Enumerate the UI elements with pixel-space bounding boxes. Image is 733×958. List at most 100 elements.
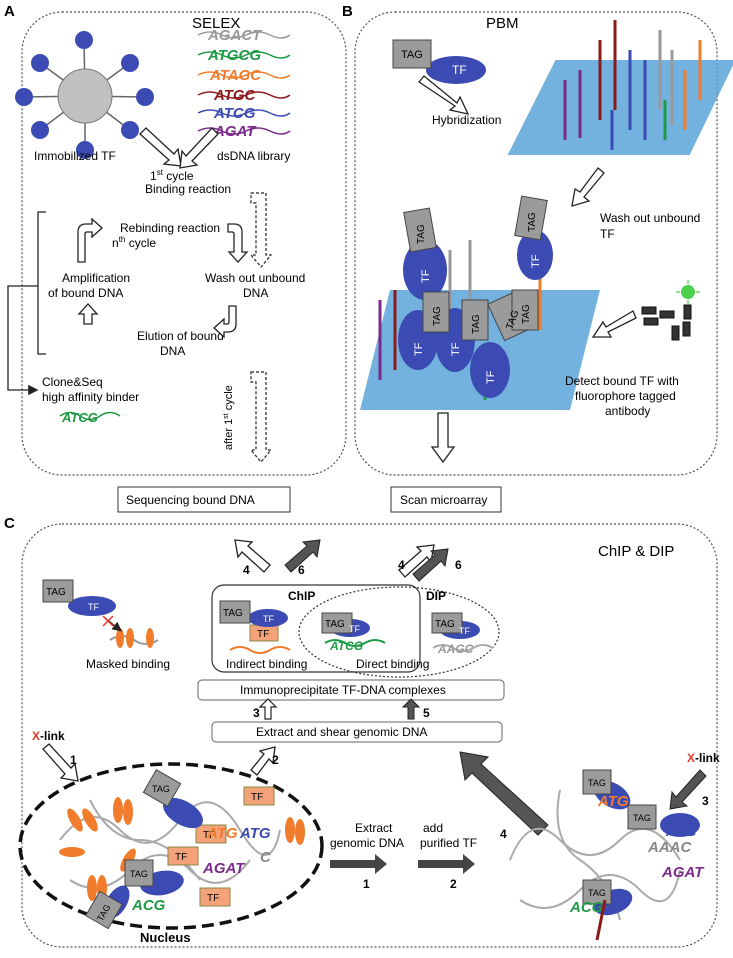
cycle-arrow-icon (77, 217, 103, 263)
extract-genomic-label-1: Extract (355, 821, 393, 835)
tag-label: TAG (401, 49, 423, 61)
svg-text:ATG: ATG (239, 825, 271, 842)
dashed-arrow-icon (249, 371, 273, 463)
hollow-arrow-icon (418, 75, 470, 115)
pbm-wash-label-1: Wash out unbound (600, 211, 700, 225)
solid-arrow-icon (284, 539, 321, 573)
dashed-arrow-icon (249, 192, 273, 268)
svg-text:TAG: TAG (152, 784, 170, 794)
step-6b-label: 6 (455, 558, 462, 572)
svg-text:ACG: ACG (131, 897, 166, 914)
solid-arrow-icon (418, 854, 475, 874)
solid-arrow-icon (459, 751, 549, 836)
tf-label: TF (452, 63, 467, 77)
immobilized-tf-label: Immobilized TF (34, 149, 116, 163)
masked-binding-label: Masked binding (86, 657, 170, 671)
panel-c-letter: C (4, 515, 15, 532)
dsdna-library-icon: AGACT ATGCG ATAGC ATGC ATCG AGAT (197, 27, 291, 140)
outputs: Sequencing bound DNA Scan microarray (117, 486, 502, 513)
solid-arrow-icon (669, 769, 707, 810)
extract-genomic-label-2: genomic DNA (330, 836, 404, 850)
svg-text:TF: TF (413, 342, 425, 356)
panel-a-letter: A (4, 3, 15, 20)
svg-text:TAG: TAG (633, 813, 651, 823)
step-1-left-label: 1 (70, 753, 77, 767)
svg-text:AGAT: AGAT (202, 860, 246, 877)
wash-label-2: DNA (243, 286, 268, 300)
step-5-label: 5 (423, 706, 430, 720)
svg-text:TF: TF (175, 852, 187, 863)
rebinding-reaction-label: Rebinding reaction (120, 221, 220, 235)
immunoprecipitate-label: Immunoprecipitate TF-DNA complexes (240, 683, 446, 697)
hollow-arrow-icon (258, 698, 278, 720)
hollow-arrow-icon (430, 412, 456, 464)
step-2-up-label: 2 (272, 753, 279, 767)
dip-label: DIP (426, 589, 446, 603)
svg-text:TF: TF (203, 830, 215, 841)
svg-text:TF: TF (420, 269, 432, 283)
solid-arrow-icon (412, 548, 449, 582)
svg-text:TF: TF (530, 254, 542, 268)
hollow-arrow-icon (234, 539, 271, 573)
svg-text:TAG: TAG (432, 306, 443, 326)
library-seq-6: AGAT (213, 123, 257, 140)
high-affinity-binder-icon: ATCG (59, 410, 121, 425)
svg-text:TAG: TAG (588, 888, 606, 898)
immobilized-tf-bead-icon (15, 31, 154, 159)
binder-seq: ATCG (61, 410, 98, 425)
solid-arrow-icon (401, 698, 421, 720)
svg-text:ATG: ATG (665, 823, 697, 840)
direct-binding-icon: TAG TF ATCG TAG TF AAGC (321, 612, 494, 656)
indirect-binding-label: Indirect binding (226, 657, 307, 671)
step-4-c-label: 4 (500, 827, 507, 841)
xlink-right-label: X-link (687, 751, 720, 765)
svg-text:ATG: ATG (206, 825, 238, 842)
first-cycle-label: 1st cycle (150, 168, 194, 183)
svg-text:AGAT: AGAT (661, 864, 705, 881)
svg-text:TAG: TAG (435, 619, 455, 630)
chip-label: ChIP (288, 589, 315, 603)
panel-b: B PBM TAG TF Hybridization Wash out unbo… (342, 3, 733, 476)
panel-a: A SELEX (4, 3, 347, 476)
scan-microarray-box: Scan microarray (400, 493, 487, 507)
clone-seq-label-1: Clone&Seq (42, 375, 103, 389)
xlink-left-label: X-link (32, 729, 65, 743)
indirect-binding-icon: TF TAG TF (219, 600, 291, 654)
amplification-label-2: of bound DNA (48, 286, 123, 300)
microarray-icon (507, 20, 733, 155)
step-2-center-label: 2 (450, 877, 457, 891)
step-1-center-label: 1 (363, 877, 370, 891)
elution-label-2: DNA (160, 344, 185, 358)
cycle-arrow-icon (213, 305, 237, 339)
chip-box (211, 584, 421, 673)
nucleus-membrane (18, 762, 324, 930)
svg-text:TF: TF (88, 602, 99, 612)
library-seq-3: ATAGC (209, 67, 262, 84)
clone-seq-label-2: high affinity binder (42, 390, 139, 404)
pbm-wash-label-2: TF (600, 227, 615, 241)
extract-shear-box (211, 721, 503, 743)
svg-text:ATG: ATG (597, 793, 629, 810)
hollow-arrow-icon (250, 746, 276, 776)
sequencing-bound-dna-box: Sequencing bound DNA (126, 493, 255, 507)
svg-text:TF: TF (257, 629, 269, 640)
step-3-label: 3 (253, 706, 260, 720)
hollow-arrow-icon (591, 310, 637, 338)
panel-b-title: PBM (486, 15, 519, 32)
svg-text:TAG: TAG (46, 587, 66, 598)
svg-text:TF: TF (450, 342, 462, 356)
library-seq-5: ATCG (213, 105, 256, 122)
hollow-arrow-icon (398, 544, 435, 578)
step-4-label: 4 (243, 563, 250, 577)
svg-text:TF: TF (459, 626, 470, 636)
svg-text:TF: TF (485, 370, 497, 384)
panel-c: C ChIP & DIP 4 6 4 6 TAG TF Masked bindi… (4, 515, 720, 948)
detect-label-3: antibody (605, 404, 650, 418)
nth-cycle-label: nth cycle (112, 235, 156, 250)
amplification-label-1: Amplification (62, 271, 130, 285)
svg-text:ACG: ACG (569, 899, 604, 916)
panel-a-title: SELEX (192, 15, 240, 32)
detect-label-1: Detect bound TF with (565, 374, 679, 388)
svg-text:TF: TF (349, 624, 360, 634)
